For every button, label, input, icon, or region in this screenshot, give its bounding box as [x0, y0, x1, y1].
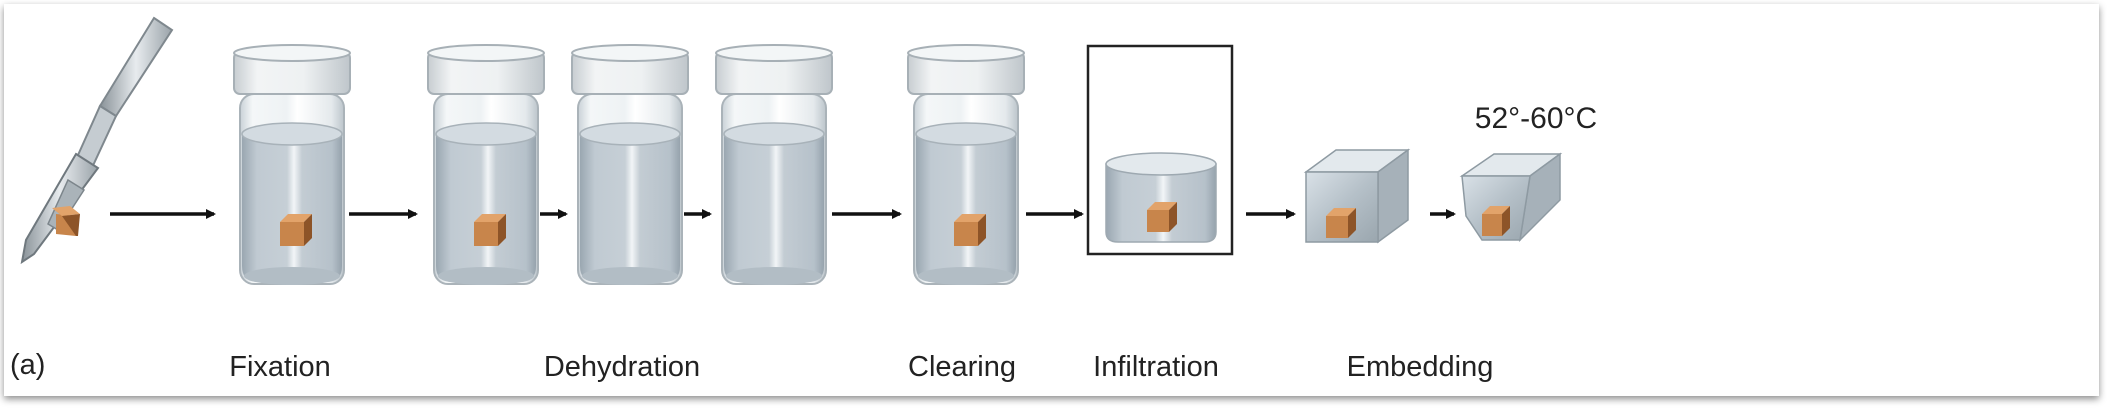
- embedding-block: [1303, 148, 1411, 244]
- clearing-jar: [907, 44, 1025, 285]
- temperature-label: 52°-60°C: [1474, 102, 1598, 135]
- infiltration-dish: [1105, 152, 1217, 243]
- step-label-fixation: Fixation: [229, 351, 331, 383]
- step-label-infiltration: Infiltration: [1093, 351, 1219, 383]
- panel-label: (a): [10, 349, 46, 381]
- step-label-dehydration: Dehydration: [543, 351, 701, 383]
- histology-process-diagram: [20, 16, 1563, 285]
- dehydration-jar-2: [571, 44, 689, 285]
- step-label-embedding: Embedding: [1346, 351, 1494, 383]
- step-label-clearing: Clearing: [908, 351, 1016, 383]
- figure-frame: (a) 52°-60°C Fixation Dehydration Cleari…: [4, 4, 2099, 396]
- fixation-jar: [233, 44, 351, 285]
- scalpel-icon: [20, 16, 174, 265]
- trimmed-embedding-block: [1459, 152, 1563, 243]
- dehydration-jar-3: [715, 44, 833, 285]
- dehydration-jar-1: [427, 44, 545, 285]
